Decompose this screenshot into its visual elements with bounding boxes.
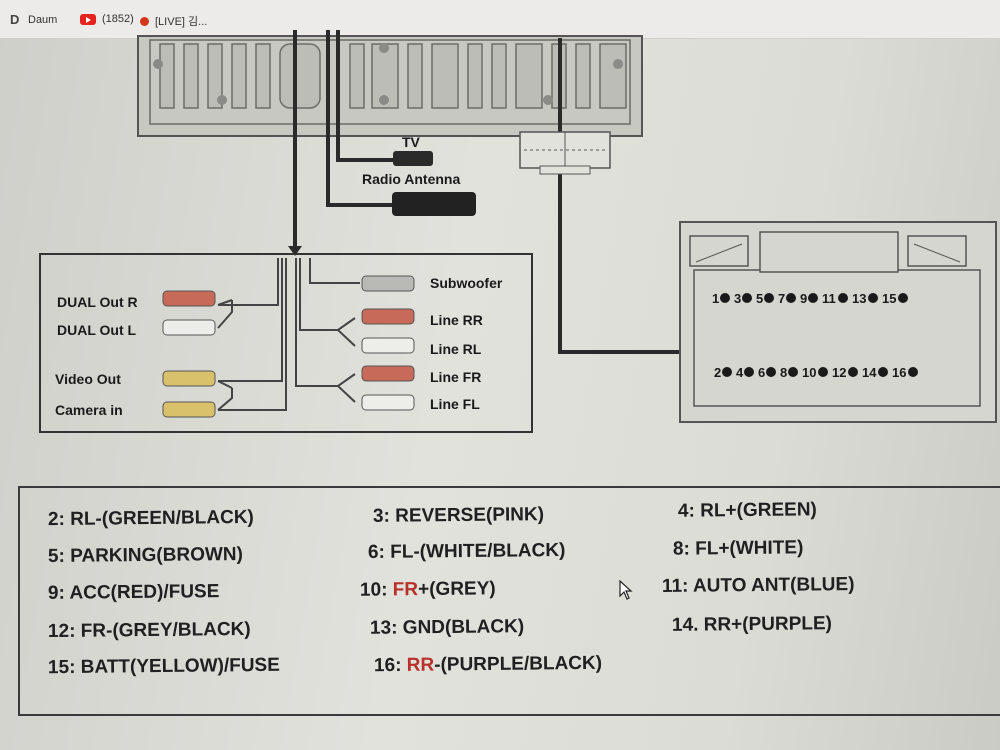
pin-color: -(PURPLE/BLACK) — [434, 652, 603, 676]
pin-entry: 4: RL+(GREEN) — [677, 499, 817, 522]
pin-entry: 10: FR+(GREY) — [360, 578, 496, 601]
tv-label: TV — [402, 134, 421, 150]
harness-pin-number: 12 — [832, 365, 846, 380]
harness-pin-number: 1 — [712, 291, 719, 306]
connector-label: Camera in — [55, 402, 123, 418]
tv-plug-icon — [393, 151, 433, 166]
bookmark-label: (1852) — [102, 13, 134, 25]
connector-label: Subwoofer — [430, 275, 503, 291]
pin-entry: 5: PARKING(BROWN) — [47, 543, 244, 568]
harness-pin-number: 13 — [852, 291, 866, 306]
connector-label: DUAL Out R — [57, 294, 138, 310]
bookmark-label: Daum — [28, 14, 58, 26]
harness-pin-dot — [788, 367, 798, 377]
harness-pin-dot — [878, 367, 888, 377]
pin-entry: 16: RR-(PURPLE/BLACK) — [374, 653, 602, 677]
connector-label: Video Out — [55, 371, 121, 387]
harness-pin-number: 7 — [778, 291, 785, 306]
rca-plug-line-fl — [361, 394, 415, 411]
harness-pin-number: 8 — [780, 365, 787, 380]
antenna-plug-icon — [392, 192, 476, 216]
rca-plug-video-out — [162, 370, 216, 387]
bookmark-daum[interactable]: D Daum — [10, 13, 57, 27]
harness-pin-number: 14 — [862, 365, 877, 380]
harness-pin-number: 11 — [822, 291, 836, 306]
rca-plug-dual-out-r — [162, 290, 216, 307]
daum-icon: D — [10, 12, 20, 27]
harness-pin-number: 3 — [734, 291, 741, 306]
pin-entry: 3: REVERSE(PINK) — [372, 504, 545, 527]
pin-number: 16: — [373, 654, 407, 677]
rca-plug-subwoofer — [361, 275, 415, 292]
harness-pin-dot — [722, 367, 732, 377]
pin-highlight: FR — [392, 579, 419, 601]
connector-label: Line RL — [430, 341, 482, 357]
connector-label: Line FL — [430, 396, 480, 412]
pin-entry: 14. RR+(PURPLE) — [671, 613, 833, 636]
rca-plug-camera-in — [162, 401, 216, 418]
harness-pin-dot — [764, 293, 774, 303]
head-unit — [137, 35, 643, 137]
rca-plug-line-rl — [361, 337, 415, 354]
harness-pin-number: 9 — [800, 291, 807, 306]
pin-entry: 9: ACC(RED)/FUSE — [47, 581, 220, 604]
harness-pin-dot — [744, 367, 754, 377]
harness-pin-dot — [868, 293, 878, 303]
live-dot-icon — [140, 16, 149, 26]
pin-entry: 6: FL-(WHITE/BLACK) — [367, 539, 566, 564]
pin-number: 10: — [359, 579, 393, 601]
harness-pin-number: 2 — [714, 365, 721, 380]
harness-pin-dot — [848, 367, 858, 377]
connector-label: Line RR — [430, 312, 483, 328]
pin-entry: 2: RL-(GREEN/BLACK) — [47, 506, 254, 531]
harness-pin-dot — [818, 367, 828, 377]
harness-pin-number: 15 — [882, 291, 896, 306]
connector-label: Line FR — [430, 369, 481, 385]
rca-plug-line-rr — [361, 308, 415, 325]
pin-color: +(GREY) — [417, 578, 496, 601]
pin-entry: 12: FR-(GREY/BLACK) — [47, 618, 251, 643]
harness-pin-number: 4 — [736, 365, 744, 380]
iso-connector-small — [519, 131, 611, 175]
harness-pin-dot — [742, 293, 752, 303]
harness-pin-dot — [908, 367, 918, 377]
harness-pin-dot — [808, 293, 818, 303]
pin-highlight: RR — [406, 654, 435, 676]
pin-entry: 15: BATT(YELLOW)/FUSE — [47, 654, 280, 679]
harness-pin-dot — [720, 293, 730, 303]
rca-plug-line-fr — [361, 365, 415, 382]
harness-pin-number: 5 — [756, 291, 763, 306]
rca-plug-dual-out-l — [162, 319, 216, 336]
iso-harness-connector — [679, 221, 997, 423]
mouse-cursor-icon — [619, 580, 633, 600]
harness-pin-number: 16 — [892, 365, 906, 380]
bookmark-live[interactable]: [LIVE] 김... — [140, 13, 207, 29]
pin-entry: 13: GND(BLACK) — [369, 616, 525, 639]
youtube-icon — [80, 13, 96, 25]
connector-label: DUAL Out L — [57, 322, 137, 338]
harness-pin-dot — [838, 293, 848, 303]
wiring-diagram: TV Radio Antenna — [39, 30, 997, 433]
bookmark-youtube[interactable]: (1852) — [80, 13, 134, 25]
rca-box — [39, 253, 533, 433]
pin-list-box — [18, 486, 1000, 716]
harness-pin-dot — [786, 293, 796, 303]
pin-entry: 8: FL+(WHITE) — [672, 537, 804, 560]
harness-pin-number: 10 — [802, 365, 816, 380]
harness-pin-dot — [898, 293, 908, 303]
pin-entry: 11: AUTO ANT(BLUE) — [661, 573, 855, 598]
bookmark-label: [LIVE] 김... — [155, 16, 208, 28]
harness-pin-dot — [766, 367, 776, 377]
antenna-label: Radio Antenna — [362, 171, 460, 187]
harness-pin-number: 6 — [758, 365, 765, 380]
